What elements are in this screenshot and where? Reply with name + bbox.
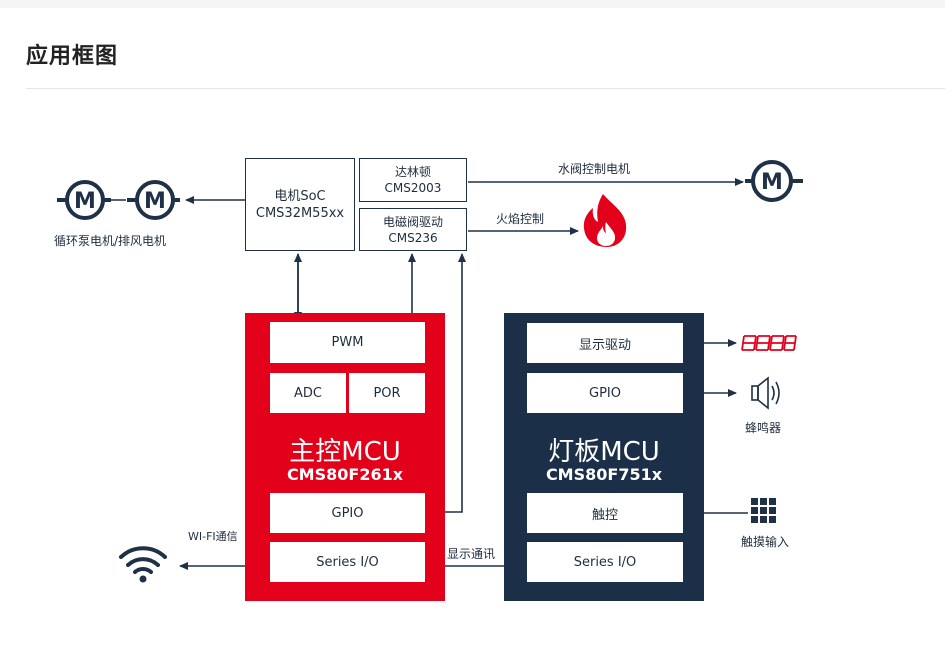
motor-soc-line2: CMS32M55xx xyxy=(255,205,345,221)
light-gpio-block: GPIO xyxy=(527,373,683,413)
motor-icon xyxy=(127,180,180,220)
light-serial-io-block: Series I/O xyxy=(527,542,683,582)
light-mcu-model: CMS80F751x xyxy=(545,465,663,484)
pwm-block: PWM xyxy=(270,322,425,363)
light-mcu-block: 显示驱动 GPIO 灯板MCU CMS80F751x 触控 Series I/O xyxy=(504,313,704,601)
adc-block: ADC xyxy=(270,373,346,413)
motor-soc-box: 电机SoC CMS32M55xx xyxy=(245,158,355,251)
main-mcu-block: PWM ADC POR 主控MCU CMS80F261x GPIO Series… xyxy=(245,313,445,601)
top-bar xyxy=(0,0,945,8)
speaker-icon xyxy=(751,376,780,410)
main-mcu-model: CMS80F261x xyxy=(286,465,404,484)
wifi-icon xyxy=(119,546,167,574)
motor-icon xyxy=(745,160,803,202)
wifi-label: WI-FI通信 xyxy=(188,530,238,543)
title-divider xyxy=(26,88,945,89)
darlington-box: 达林顿 CMS2003 xyxy=(359,158,467,202)
touch-block: 触控 xyxy=(527,493,683,533)
light-mcu-name: 灯板MCU xyxy=(548,437,660,467)
display-drive-block: 显示驱动 xyxy=(527,323,683,363)
seven-segment-display-icon xyxy=(741,335,797,351)
valve-motor-label: 水阀控制电机 xyxy=(558,162,631,176)
touch-input-label: 触摸输入 xyxy=(741,535,790,549)
motor-soc-line1: 电机SoC xyxy=(274,188,326,204)
motor-letter: M xyxy=(761,170,783,195)
main-mcu-name: 主控MCU xyxy=(289,437,401,467)
pump-fan-label: 循环泵电机/排风电机 xyxy=(54,234,167,248)
flame-icon xyxy=(583,194,627,247)
wifi-dot xyxy=(139,575,147,583)
page-title: 应用框图 xyxy=(26,44,119,69)
solenoid-line1: 电磁阀驱动 xyxy=(382,214,443,229)
keypad-icon xyxy=(751,498,776,523)
darlington-line2: CMS2003 xyxy=(384,181,442,195)
solenoid-line2: CMS236 xyxy=(388,230,438,245)
por-block: POR xyxy=(349,373,425,413)
flame-control-label: 火焰控制 xyxy=(496,212,545,226)
motor-icon xyxy=(57,180,111,220)
display-comm-label: 显示通讯 xyxy=(447,547,496,561)
main-gpio-block: GPIO xyxy=(270,493,425,533)
main-serial-io-block: Series I/O xyxy=(270,542,425,582)
buzzer-label: 蜂鸣器 xyxy=(745,421,782,435)
solenoid-driver-box: 电磁阀驱动 CMS236 xyxy=(359,208,467,251)
motor-letter: M xyxy=(74,189,96,214)
darlington-line1: 达林顿 xyxy=(394,165,431,179)
motor-letter: M xyxy=(144,189,166,214)
